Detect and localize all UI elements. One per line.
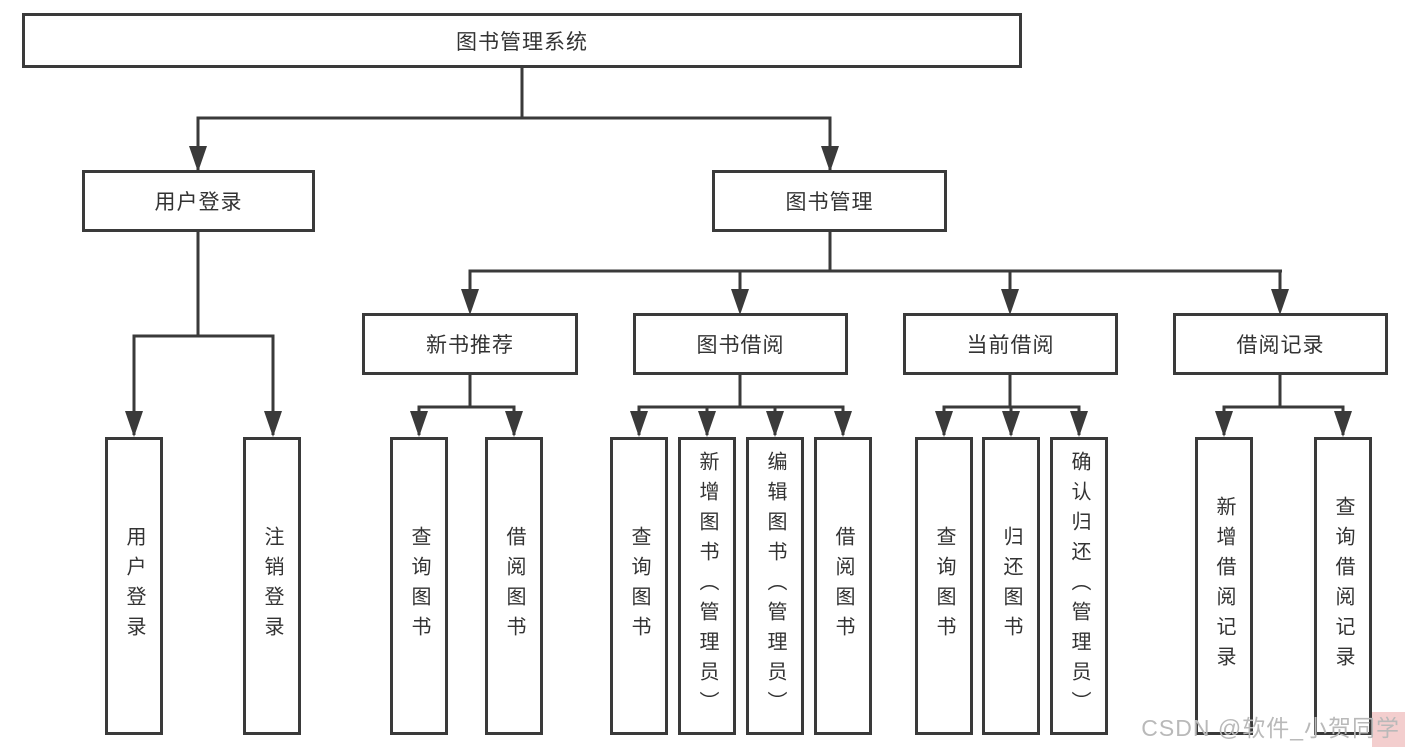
leaf-logout: 注销登录 xyxy=(243,437,301,735)
node-user-login-label: 用户登录 xyxy=(154,191,243,214)
leaf-confirm-return-admin: 确认归还（管理员） xyxy=(1050,437,1108,735)
leaf-user-login: 用户登录 xyxy=(105,437,163,735)
leaf-edit-books-admin: 编辑图书（管理员） xyxy=(746,437,804,735)
leaf-borrow-books: 借阅图书 xyxy=(814,437,872,735)
watermark-text: CSDN @软件_小贺同学 xyxy=(1141,715,1400,741)
node-current-borrow-label: 当前借阅 xyxy=(966,334,1055,357)
node-new-book-recommend: 新书推荐 xyxy=(362,313,578,375)
leaf-query-books-recommend: 查询图书 xyxy=(390,437,448,735)
leaf-add-borrow-record: 新增借阅记录 xyxy=(1195,437,1253,735)
node-book-borrow-label: 图书借阅 xyxy=(696,334,785,357)
leaf-query-books-borrow: 查询图书 xyxy=(610,437,668,735)
watermark-accent-square xyxy=(1372,712,1405,747)
leaf-query-borrow-record: 查询借阅记录 xyxy=(1314,437,1372,735)
leaf-add-books-admin: 新增图书（管理员） xyxy=(678,437,736,735)
leaf-borrow-books-recommend: 借阅图书 xyxy=(485,437,543,735)
node-borrow-records-label: 借阅记录 xyxy=(1236,334,1325,357)
node-borrow-records: 借阅记录 xyxy=(1173,313,1388,375)
node-current-borrow: 当前借阅 xyxy=(903,313,1118,375)
leaf-query-books-current: 查询图书 xyxy=(915,437,973,735)
leaf-return-books: 归还图书 xyxy=(982,437,1040,735)
node-new-book-recommend-label: 新书推荐 xyxy=(426,334,514,357)
node-user-login: 用户登录 xyxy=(82,170,315,232)
node-book-borrow: 图书借阅 xyxy=(633,313,848,375)
node-root-system: 图书管理系统 xyxy=(22,13,1022,68)
arrowheads xyxy=(125,146,1352,437)
node-root-system-label: 图书管理系统 xyxy=(456,30,588,54)
node-book-management-label: 图书管理 xyxy=(785,191,874,214)
node-book-management: 图书管理 xyxy=(712,170,947,232)
